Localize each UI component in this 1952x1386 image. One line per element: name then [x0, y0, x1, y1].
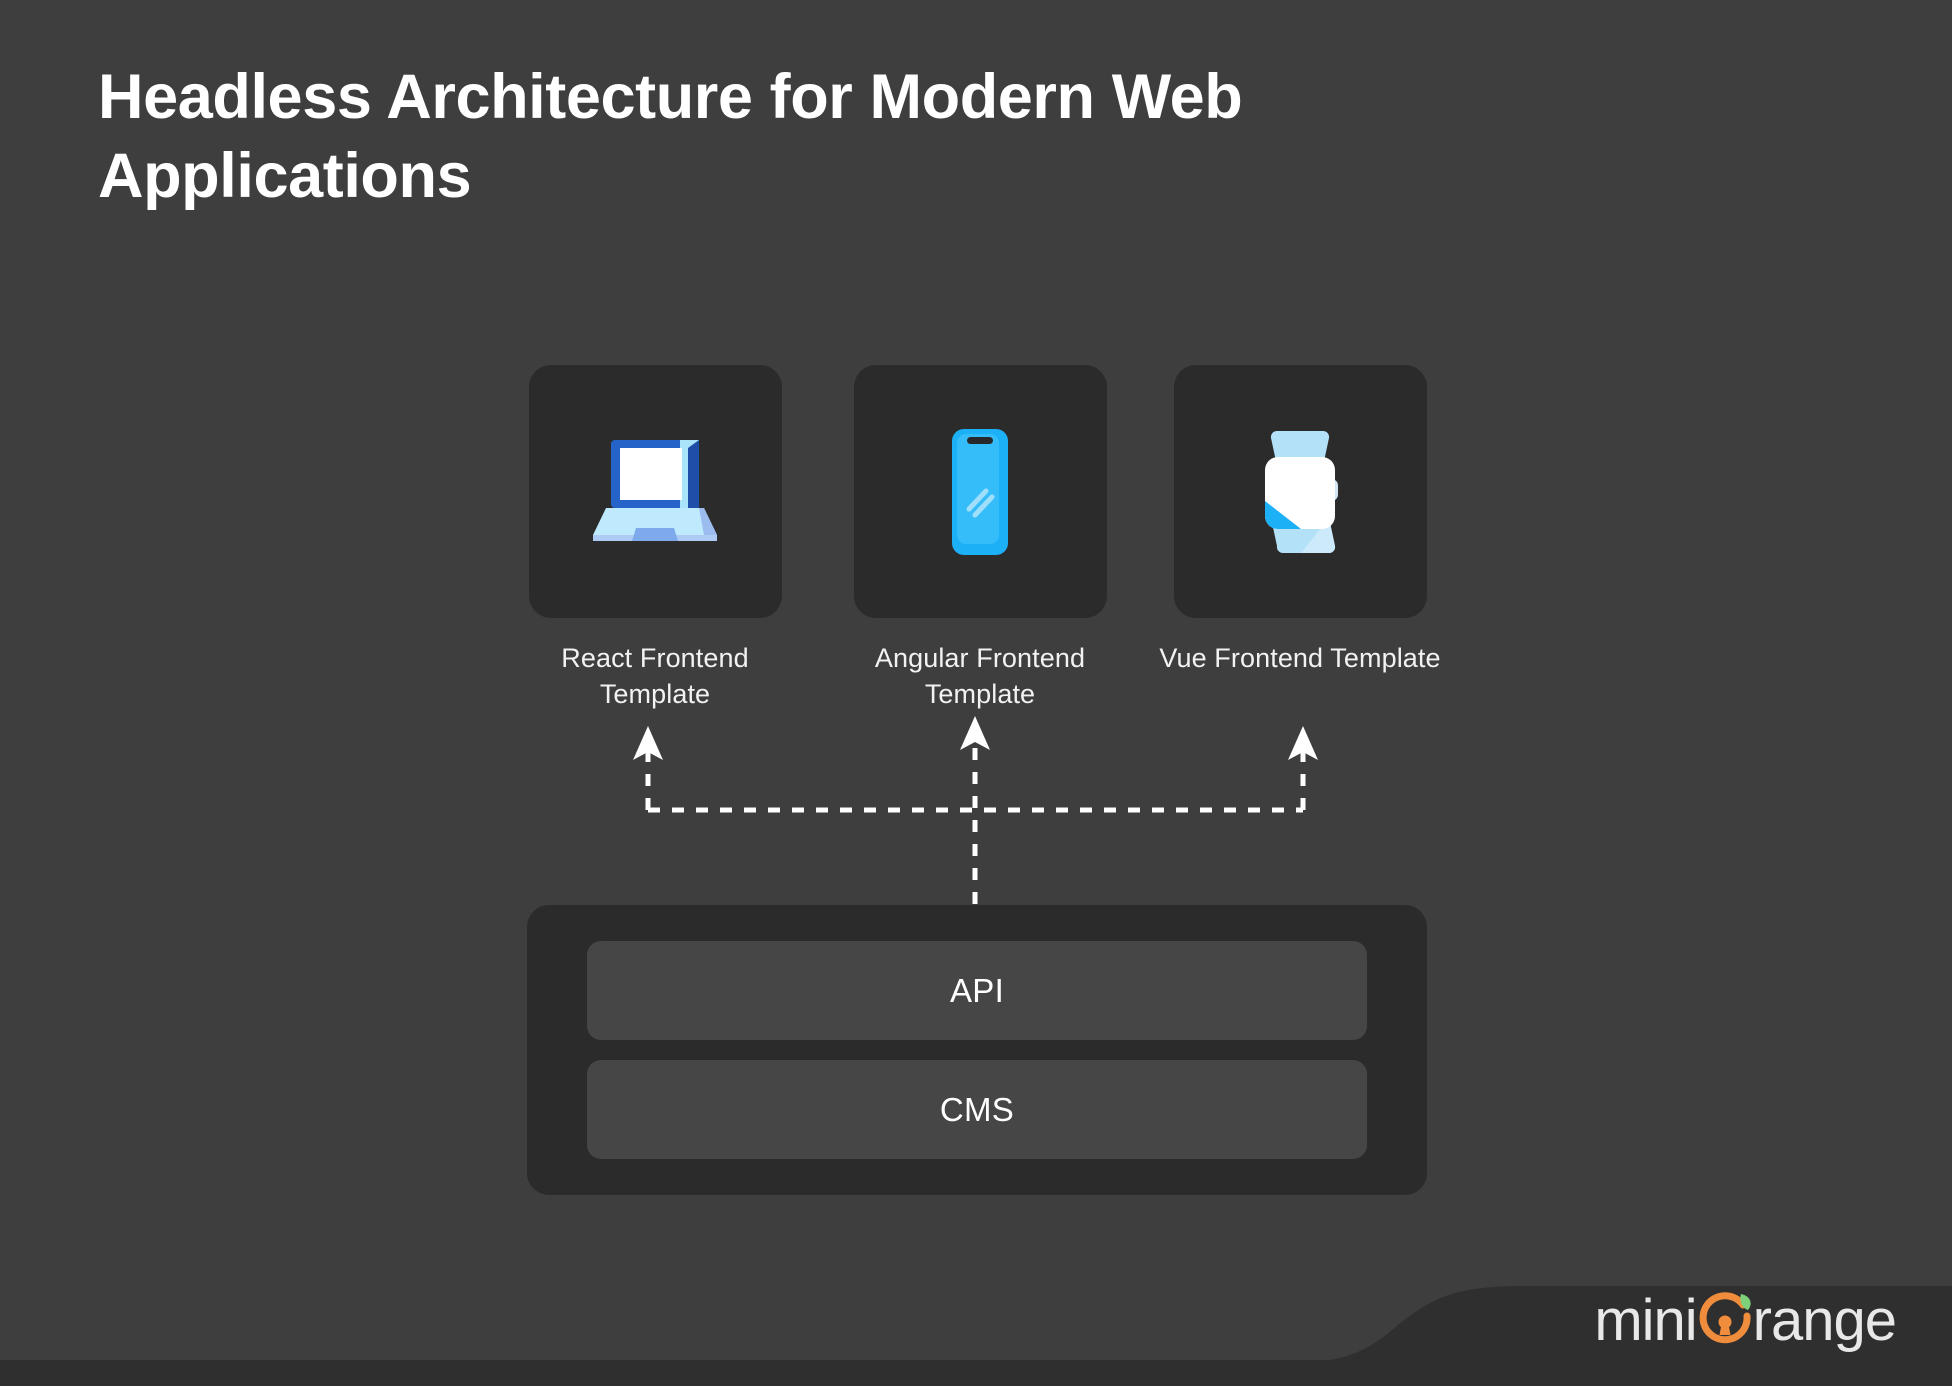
footer-panel [1232, 1286, 1952, 1386]
arrowhead-react [633, 726, 663, 760]
icon-card-angular [853, 365, 1107, 618]
smartwatch-icon [1265, 430, 1338, 553]
backend-container: API CMS [527, 905, 1427, 1195]
logo-text-mini: mini [1594, 1288, 1697, 1353]
backend-box-api[interactable]: API [587, 941, 1367, 1040]
frontend-card-angular[interactable]: Angular Frontend Template [830, 365, 1130, 713]
frontend-label-vue: Vue Frontend Template [1159, 643, 1441, 673]
page-title: Headless Architecture for Modern Web App… [98, 62, 1243, 211]
icon-card-react [528, 365, 782, 618]
arrowhead-angular [960, 716, 990, 750]
frontend-label-angular: Angular Frontend Template [874, 643, 1086, 710]
logo-text-range: range [1752, 1288, 1897, 1353]
frontend-card-react[interactable]: React Frontend Template [505, 365, 805, 713]
frontend-card-vue[interactable]: Vue Frontend Template [1150, 365, 1450, 676]
laptop-icon [593, 439, 717, 541]
arrowhead-vue [1288, 726, 1318, 760]
frontend-label-react: React Frontend Template [561, 643, 749, 710]
frontend-row: React Frontend Template Angular Frontend… [0, 365, 1952, 709]
connector-arrowheads [633, 716, 1318, 760]
backend-box-cms[interactable]: CMS [587, 1060, 1367, 1159]
orange-lock-icon [1699, 1292, 1751, 1344]
icon-card-vue [1173, 365, 1427, 618]
smartphone-icon [952, 428, 1008, 555]
brand-logo: mini range [1594, 1286, 1897, 1356]
